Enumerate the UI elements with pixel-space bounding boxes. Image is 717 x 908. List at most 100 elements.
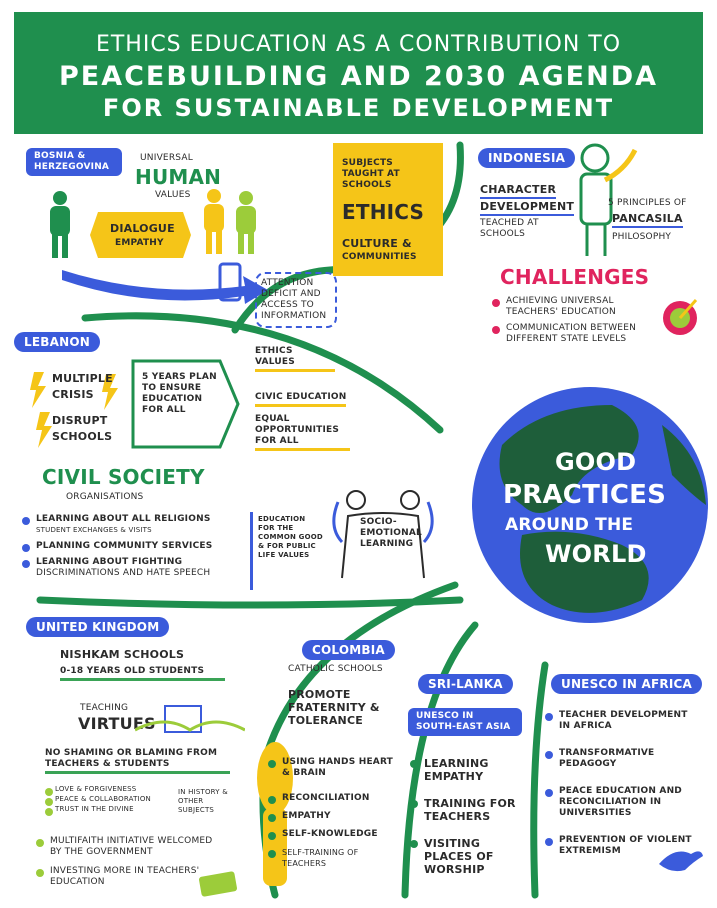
label-unesco-south-east-asia: UNESCO IN SOUTH-EAST ASIA — [408, 708, 522, 736]
globe-text-practices: PRACTICES — [503, 480, 667, 510]
unesco-africa-item: PREVENTION OF VIOLENT EXTREMISM — [545, 835, 700, 857]
text-attention-deficit: ATTENTION DEFICIT AND ACCESS TO INFORMAT… — [255, 272, 337, 328]
plan-arrow-box — [131, 359, 240, 449]
text-dialogue: DIALOGUE — [110, 222, 175, 235]
people-figures-icon — [204, 189, 256, 254]
unesco-africa-list: TEACHER DEVELOPMENT IN AFRICA TRANSFORMA… — [545, 710, 700, 862]
hand-illustration-icon — [257, 742, 293, 886]
srilanka-item: LEARNING EMPATHY — [410, 757, 525, 783]
money-icon — [199, 871, 237, 897]
challenge-item: COMMUNICATION BETWEEN DIFFERENT STATE LE… — [492, 323, 652, 345]
crisis-group — [30, 368, 120, 450]
dove-icon — [659, 851, 703, 872]
text-nishkam: NISHKAM SCHOOLS — [60, 648, 185, 661]
text-values: VALUES — [155, 190, 191, 200]
text-culture: CULTURE & — [342, 237, 412, 250]
colombia-item: SELF-KNOWLEDGE — [268, 829, 398, 840]
love-item: TRUST IN THE DIVINE — [45, 805, 175, 816]
text-civic-education: CIVIC EDUCATION — [255, 392, 347, 407]
label-unesco-africa: UNESCO IN AFRICA — [551, 674, 702, 694]
text-empathy: EMPATHY — [115, 238, 164, 248]
text-socio-emotional: SOCIO-EMOTIONAL LEARNING — [360, 517, 422, 549]
label-indonesia: INDONESIA — [478, 148, 576, 168]
label-united-kingdom: UNITED KINGDOM — [26, 617, 170, 637]
text-pancasila: PANCASILA — [612, 212, 683, 228]
text-organisations: ORGANISATIONS — [66, 492, 144, 502]
label-colombia: COLOMBIA — [302, 640, 395, 660]
love-item: LOVE & FORGIVENESS — [45, 785, 175, 796]
title-line-3: FOR SUSTAINABLE DEVELOPMENT — [102, 94, 615, 122]
text-ages: 0-18 YEARS OLD STUDENTS — [60, 666, 225, 681]
text-promote: PROMOTE FRATERNITY & TOLERANCE — [288, 688, 380, 727]
text-subjects: SUBJECTS TAUGHT AT SCHOOLS — [342, 158, 400, 190]
text-ethics-values: ETHICS VALUES — [255, 346, 335, 372]
uk-item: INVESTING MORE IN TEACHERS' EDUCATION — [36, 866, 221, 888]
text-five-principles: 5 PRINCIPLES OF — [608, 198, 687, 208]
challenge-item: ACHIEVING UNIVERSAL TEACHERS' EDUCATION — [492, 296, 652, 318]
civil-item: PLANNING COMMUNITY SERVICES — [22, 541, 247, 552]
globe-text-good: GOOD — [555, 448, 637, 476]
text-civil-society: CIVIL SOCIETY — [42, 465, 205, 489]
text-communities: COMMUNITIES — [342, 252, 417, 262]
hugging-people-icon — [332, 490, 434, 579]
text-in-history: IN HISTORY & OTHER SUBJECTS — [178, 788, 228, 814]
colombia-item: RECONCILIATION — [268, 793, 398, 804]
globe-text-around: AROUND THE — [505, 515, 634, 535]
challenges-list: ACHIEVING UNIVERSAL TEACHERS' EDUCATION … — [492, 296, 652, 350]
text-common-good: EDUCATION FOR THE COMMON GOOD & FOR PUBL… — [258, 515, 323, 559]
subjects-card — [333, 143, 443, 276]
uk-item: MULTIFAITH INITIATIVE WELCOMED BY THE GO… — [36, 836, 221, 858]
text-virtues: VIRTUES — [78, 714, 156, 733]
text-no-shaming: NO SHAMING OR BLAMING FROM TEACHERS & ST… — [45, 748, 230, 774]
srilanka-list: LEARNING EMPATHY TRAINING FOR TEACHERS V… — [410, 757, 525, 881]
virtual-reality-arrow — [62, 270, 268, 304]
label-lebanon: LEBANON — [14, 332, 100, 352]
school-building-icon — [135, 705, 245, 733]
text-development: DEVELOPMENT — [480, 200, 575, 216]
text-character: CHARACTER — [480, 183, 557, 199]
text-disrupt: DISRUPT — [52, 414, 108, 427]
divider — [250, 512, 253, 590]
unesco-africa-item: TEACHER DEVELOPMENT IN AFRICA — [545, 710, 700, 732]
label-bosnia: BOSNIA & HERZEGOVINA — [26, 148, 122, 176]
love-list: LOVE & FORGIVENESS PEACE & COLLABORATION… — [45, 785, 175, 816]
srilanka-item: TRAINING FOR TEACHERS — [410, 797, 525, 823]
text-challenges: CHALLENGES — [500, 265, 650, 289]
title-line-1: ETHICS EDUCATION AS A CONTRIBUTION TO — [95, 32, 622, 57]
text-ethics: ETHICS — [342, 200, 425, 224]
text-human: HUMAN — [135, 165, 222, 189]
text-equal-opportunities: EQUAL OPPORTUNITIES FOR ALL — [255, 414, 350, 451]
globe-icon — [472, 387, 708, 623]
colombia-item: SELF-TRAINING OF TEACHERS — [268, 847, 398, 869]
text-teaching: TEACHING — [80, 703, 129, 713]
text-five-years-plan: 5 YEARS PLAN TO ENSURE EDUCATION FOR ALL — [142, 372, 217, 415]
text-philosophy: PHILOSOPHY — [612, 232, 672, 242]
label-sri-lanka: SRI-LANKA — [418, 674, 513, 694]
text-catholic-schools: CATHOLIC SCHOOLS — [288, 664, 383, 674]
love-item: PEACE & COLLABORATION — [45, 795, 175, 806]
globe-text-world: WORLD — [545, 540, 647, 568]
text-taught-at-schools: TEACHED AT SCHOOLS — [480, 218, 539, 239]
uk-list: MULTIFAITH INITIATIVE WELCOMED BY THE GO… — [36, 836, 221, 893]
dialogue-shape — [90, 212, 191, 258]
colombia-item: USING HANDS HEART & BRAIN — [268, 757, 398, 779]
text-multiple: MULTIPLE — [52, 372, 113, 385]
phone-icon — [218, 262, 242, 302]
srilanka-item: VISITING PLACES OF WORSHIP — [410, 837, 525, 876]
title-banner: ETHICS EDUCATION AS A CONTRIBUTION TO PE… — [14, 12, 703, 134]
colombia-item: EMPATHY — [268, 811, 398, 822]
lightning-icon — [30, 372, 118, 448]
text-universal: UNIVERSAL — [140, 153, 193, 163]
text-schools: SCHOOLS — [52, 430, 113, 443]
teacher-figure-icon — [579, 143, 638, 256]
target-icon — [663, 299, 698, 335]
unesco-africa-item: TRANSFORMATIVE PEDAGOGY — [545, 748, 700, 770]
person-figure-icon — [50, 191, 70, 258]
colombia-list: USING HANDS HEART & BRAIN RECONCILIATION… — [268, 757, 398, 874]
unesco-africa-item: PEACE EDUCATION AND RECONCILIATION IN UN… — [545, 786, 700, 819]
title-line-2: PEACEBUILDING AND 2030 AGENDA — [58, 61, 658, 92]
text-crisis: CRISIS — [52, 388, 94, 401]
